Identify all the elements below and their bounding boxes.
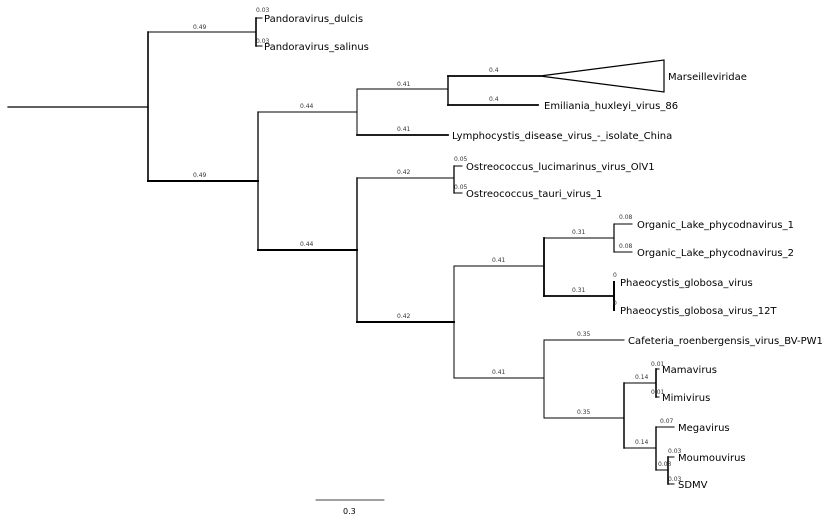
- branch-length-label: 0.4: [489, 96, 499, 103]
- branch-length-label: 0.42: [397, 169, 411, 176]
- branch-length-label: 0.03: [658, 461, 672, 468]
- leaf-label-ostreococcus-tauri: Ostreococcus_tauri_virus_1: [466, 189, 602, 200]
- leaf-label-lymphocystis: Lymphocystis_disease_virus_-_isolate_Chi…: [452, 131, 672, 142]
- branch-length-label: 0.44: [300, 103, 314, 110]
- leaf-label-sdmv: SDMV: [678, 480, 708, 491]
- leaf-label-phaeocystis-globosa: Phaeocystis_globosa_virus: [620, 278, 753, 289]
- branch-length-label: 0.49: [193, 172, 207, 179]
- branch-length-label: 0.49: [193, 24, 207, 31]
- branch-length-label: 0.08: [619, 214, 633, 221]
- branch-length-label: 0.14: [635, 374, 649, 381]
- branch-length-label: 0.35: [577, 331, 591, 338]
- leaf-label-phaeocystis-globosa-12t: Phaeocystis_globosa_virus_12T: [620, 306, 777, 317]
- branch-length-label: 0.03: [256, 38, 270, 45]
- branch-length-label: 0.14: [635, 439, 649, 446]
- branch-length-label: 0.41: [492, 369, 506, 376]
- leaf-label-mimivirus: Mimivirus: [662, 393, 710, 404]
- branch-length-label: 0.31: [572, 287, 586, 294]
- leaf-label-mamavirus: Mamavirus: [662, 365, 717, 376]
- marseilleviridae-collapsed-clade: [539, 59, 665, 93]
- branch-length-label: 0.42: [397, 313, 411, 320]
- branch-length-label: 0.4: [489, 67, 499, 74]
- leaf-label-ostreococcus-lucimarinus: Ostreococcus_lucimarinus_virus_OlV1: [466, 162, 655, 173]
- branch-length-label: 0: [613, 272, 617, 279]
- scale-bar-label: 0.3: [343, 507, 356, 516]
- branch-length-label: 0.01: [651, 361, 665, 368]
- leaf-label-pandoravirus-salinus: Pandoravirus_salinus: [264, 42, 369, 53]
- branch-length-label: 0.03: [668, 476, 682, 483]
- branch-length-label: 0.03: [256, 7, 270, 14]
- branch-length-label: 0.31: [572, 229, 586, 236]
- leaf-label-cafeteria: Cafeteria_roenbergensis_virus_BV-PW1: [628, 336, 823, 347]
- leaf-label-organic-lake-1: Organic_Lake_phycodnavirus_1: [637, 220, 794, 231]
- branch-length-label: 0.41: [492, 257, 506, 264]
- branch-length-label: 0.35: [577, 409, 591, 416]
- leaf-label-moumouvirus: Moumouvirus: [678, 453, 746, 464]
- branch-length-label: 0: [613, 300, 617, 307]
- branch-length-label: 0.03: [668, 448, 682, 455]
- leaf-label-megavirus: Megavirus: [678, 423, 730, 434]
- leaf-label-marseilleviridae: Marseilleviridae: [668, 72, 747, 83]
- leaf-label-emiliania-huxleyi: Emiliania_huxleyi_virus_86: [544, 101, 678, 112]
- branch-length-label: 0.08: [619, 243, 633, 250]
- branch-length-label: 0.41: [397, 126, 411, 133]
- branch-length-label: 0.41: [397, 81, 411, 88]
- branch-length-label: 0.01: [651, 389, 665, 396]
- leaf-label-organic-lake-2: Organic_Lake_phycodnavirus_2: [637, 248, 794, 259]
- leaf-label-pandoravirus-dulcis: Pandoravirus_dulcis: [264, 14, 363, 25]
- branch-length-label: 0.07: [660, 418, 674, 425]
- branch-length-label: 0.05: [454, 156, 468, 163]
- branch-length-label: 0.44: [300, 241, 314, 248]
- branch-length-label: 0.05: [454, 184, 468, 191]
